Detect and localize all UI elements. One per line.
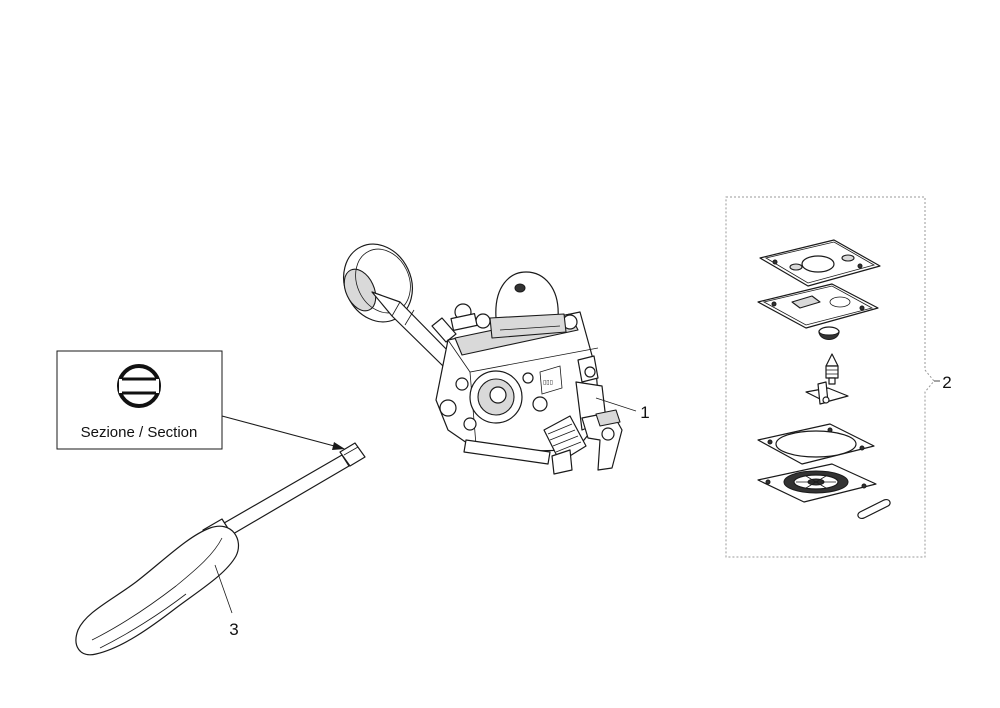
callout-2-number: 2: [942, 373, 951, 392]
section-detail-box: Sezione / Section: [56, 350, 223, 450]
section-leader-arrow: [221, 415, 345, 450]
metering-lever: [805, 381, 849, 405]
pump-diaphragm: [757, 283, 879, 329]
inlet-needle: [825, 353, 839, 385]
primer-bulb: [495, 271, 559, 319]
slot-section-icon: [117, 364, 161, 408]
callout-3-number: 3: [229, 620, 238, 639]
screwdriver-shaft: [211, 454, 350, 542]
throttle-spring: [543, 415, 587, 463]
metering-gasket: [757, 423, 875, 465]
gasket-kit-group: [725, 196, 940, 558]
pin-seal: [857, 499, 891, 519]
callout-1-number: 1: [640, 403, 649, 422]
callout-1-leader: [595, 397, 637, 412]
carburetor-drawing: ▯▯▯: [343, 243, 637, 475]
metering-diaphragm: [757, 463, 877, 503]
svg-text:▯▯▯: ▯▯▯: [543, 380, 553, 386]
callout-3-leader: [214, 564, 233, 614]
gasket-kit-frame: [725, 196, 935, 558]
screwdriver-handle: [75, 525, 240, 656]
inlet-screen: [818, 326, 840, 340]
pump-gasket-upper: [759, 239, 881, 287]
screwdriver-tip: [339, 442, 366, 467]
screwdriver-drawing: [75, 442, 366, 656]
section-label: Sezione / Section: [81, 424, 198, 441]
